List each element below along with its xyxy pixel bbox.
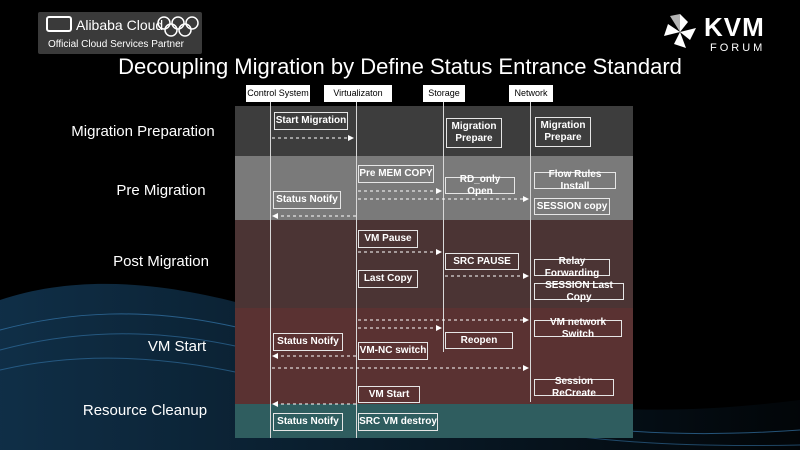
phase-pre-migration: Pre Migration [116,182,206,199]
column-virtualization: Virtualizaton [324,85,392,102]
box-src-pause: SRC PAUSE [445,253,519,270]
box-status-notify-1: Status Notify [273,191,341,209]
phase-resource-cleanup: Resource Cleanup [82,402,208,419]
band-post-migration [235,220,633,308]
lifeline-network [530,102,531,402]
slide-title: Decoupling Migration by Define Status En… [118,54,682,79]
box-relay-forwarding: Relay Forwarding [534,256,610,279]
box-session-copy: SESSION copy [534,198,610,215]
box-src-vm-destroy: SRC VM destroy [358,413,438,431]
box-last-copy: Last Copy [358,270,418,288]
box-vm-network-switch: VM network Switch [534,317,622,340]
band-resource-cleanup [235,404,633,438]
box-status-notify-2: Status Notify [273,333,343,351]
kvm-forum-logo: KVM FORUM [660,10,780,58]
olympic-rings-icon [157,16,199,37]
lifeline-control-system [270,102,271,438]
box-vm-pause: VM Pause [358,230,418,248]
box-start-migration: Start Migration [274,112,348,130]
lifeline-virtualization [356,102,357,438]
kvm-pinwheel-icon [664,14,696,48]
lifeline-storage [443,102,444,352]
phase-post-migration: Post Migration [113,253,209,270]
column-network: Network [509,85,553,102]
box-session-recreate: Session ReCreate [534,376,614,399]
box-vm-nc-switch: VM-NC switch [358,342,428,360]
box-storage-migration-prepare: Migration Prepare [446,118,502,148]
alibaba-cloud-icon [46,16,72,32]
phase-migration-preparation: Migration Preparation [71,123,215,140]
column-storage: Storage [423,85,465,102]
box-network-migration-prepare: Migration Prepare [535,117,591,147]
partner-subtitle: Official Cloud Services Partner [48,39,184,50]
partner-brand-text: Alibaba Cloud [76,17,164,33]
alibaba-cloud-logo: Alibaba Cloud [46,16,163,33]
box-reopen: Reopen [445,332,513,349]
box-session-last-copy: SESSION Last Copy [534,280,624,303]
box-pre-mem-copy: Pre MEM COPY [358,165,434,183]
box-rd-only-open: RD_only Open [445,174,515,197]
forum-text: FORUM [710,42,766,54]
partner-logo: Alibaba Cloud Official Cloud Services Pa… [38,12,202,54]
column-control-system: Control System [246,85,310,102]
box-vm-start: VM Start [358,386,420,403]
box-status-notify-3: Status Notify [273,413,343,431]
box-flow-rules-install: Flow Rules Install [534,169,616,192]
phase-vm-start: VM Start [147,338,207,355]
band-migration-preparation [235,106,633,156]
kvm-text: KVM [704,12,765,42]
